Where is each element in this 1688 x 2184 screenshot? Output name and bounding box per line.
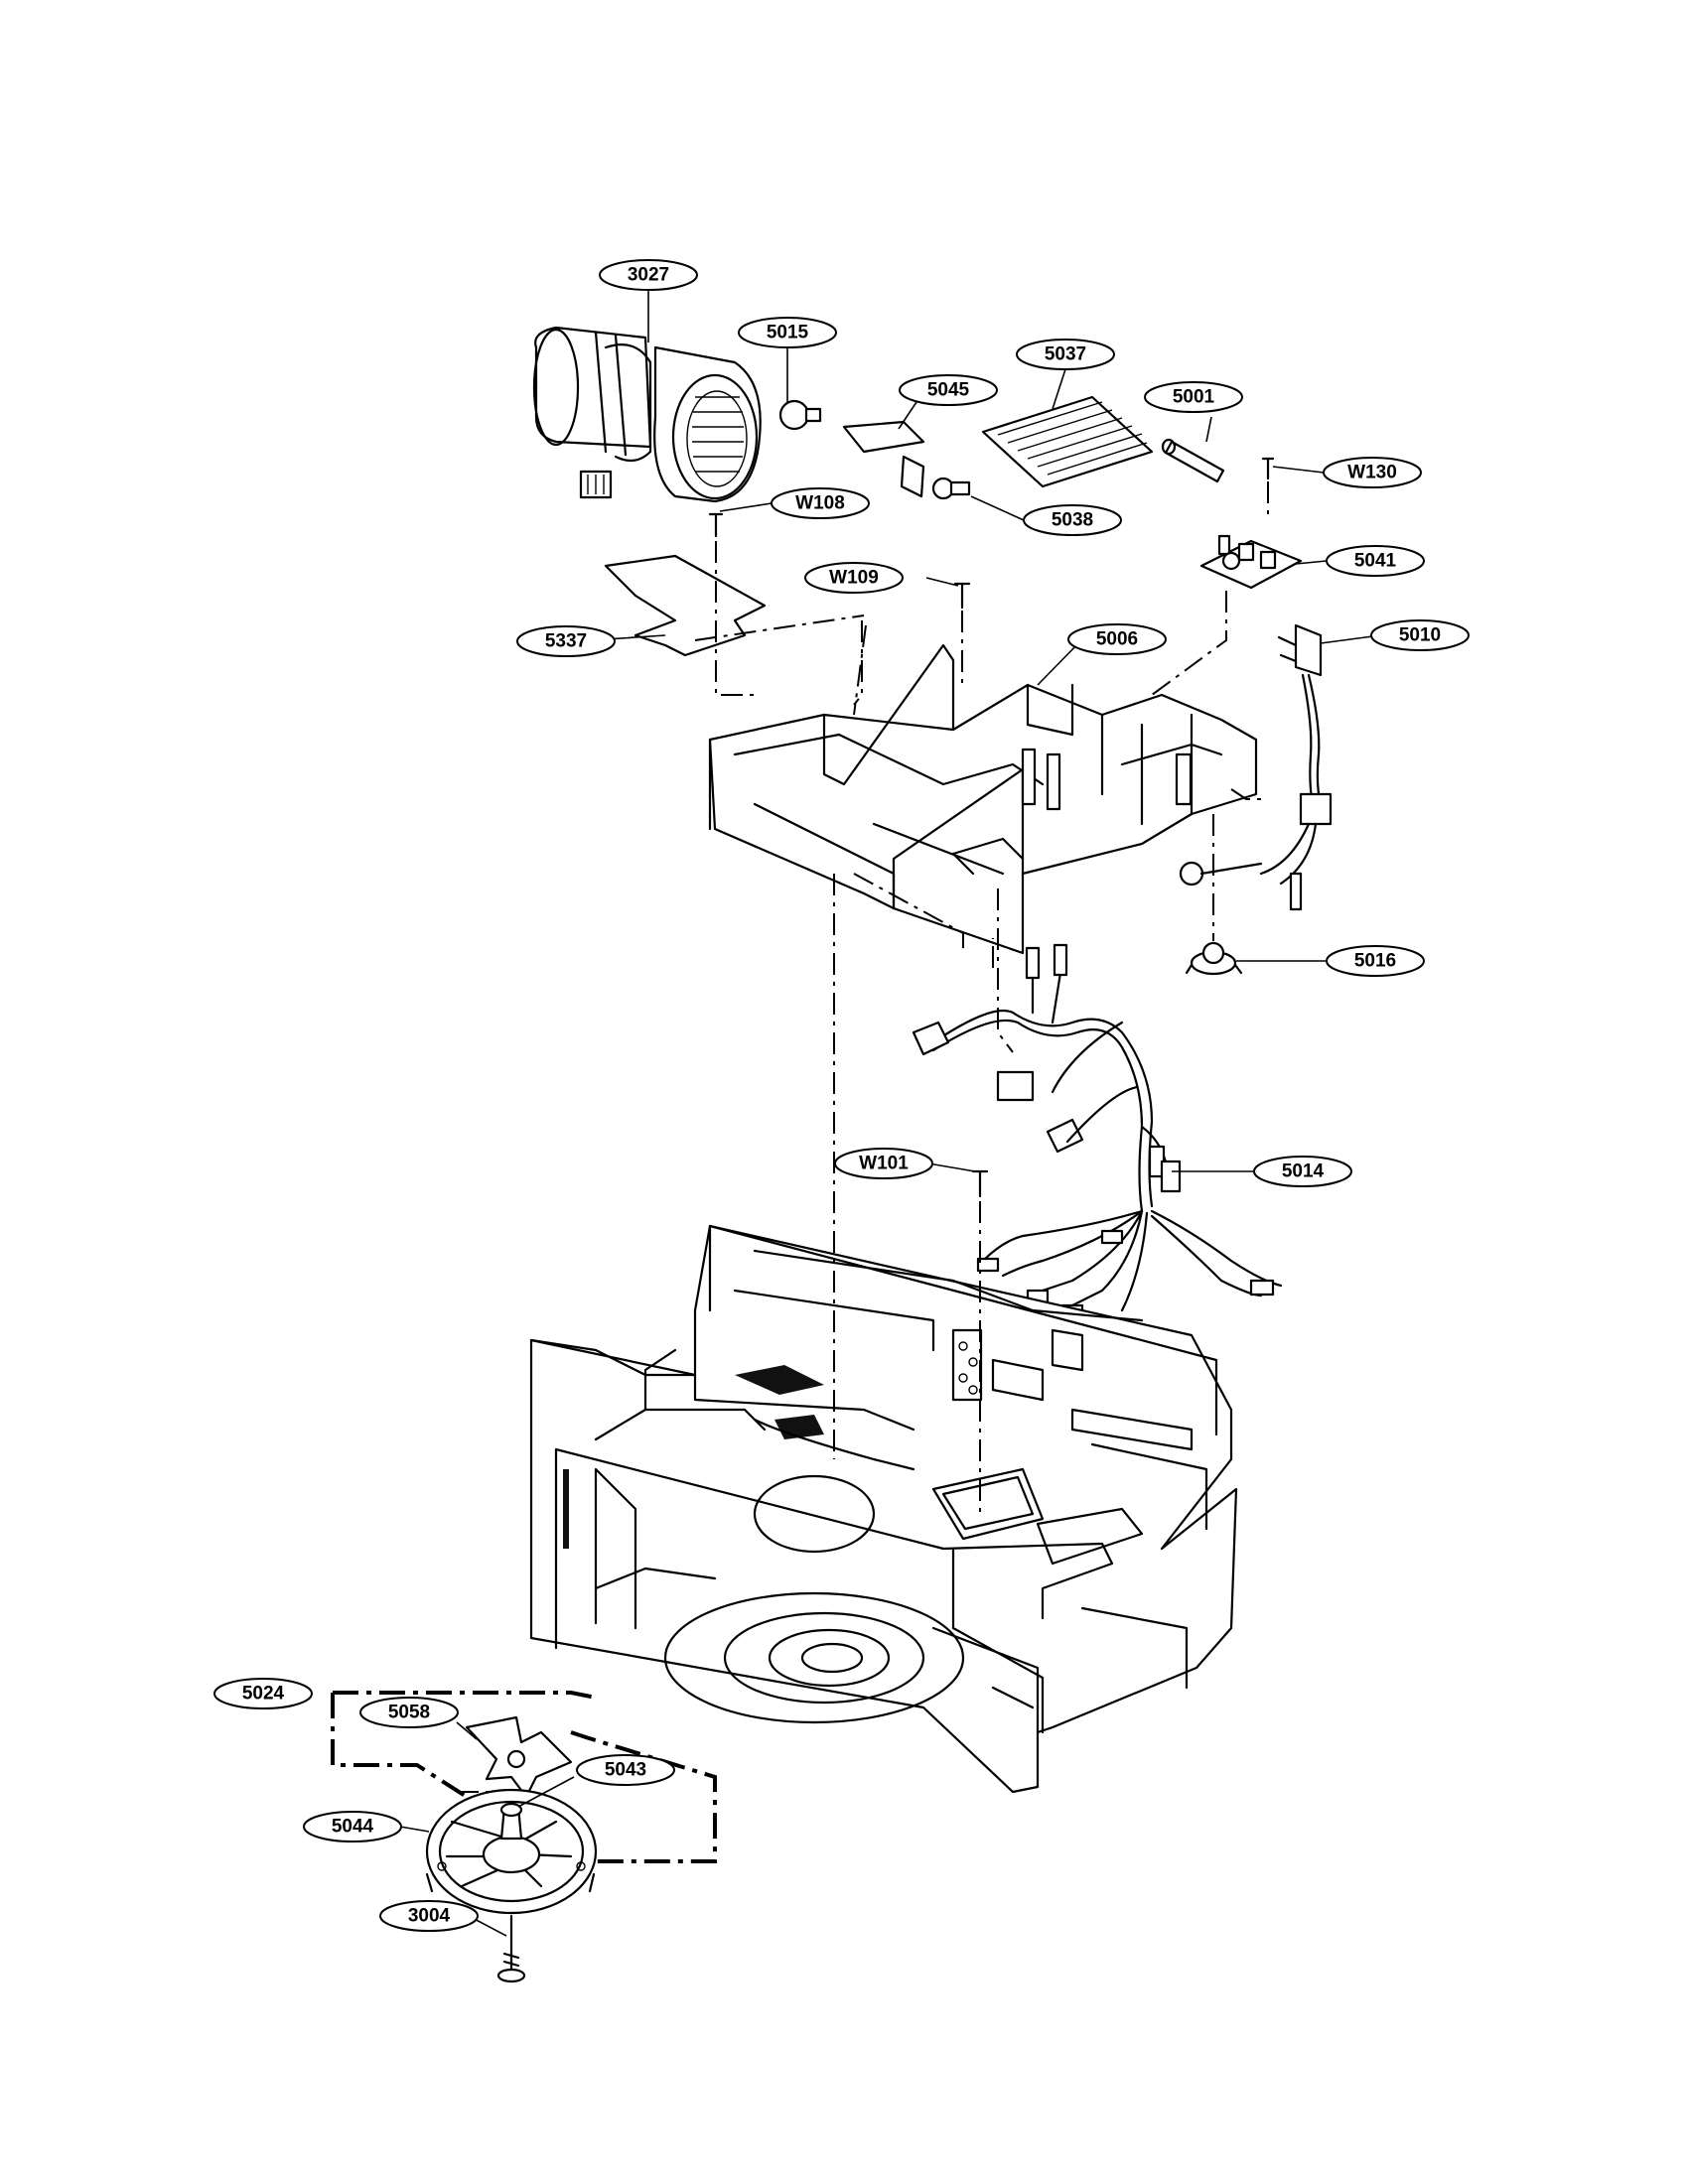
svg-text:5043: 5043: [605, 1760, 646, 1781]
stirrer-assembly: [425, 1788, 598, 1915]
callout-5041: 5041: [1326, 545, 1425, 577]
screw-w109: [953, 582, 971, 610]
callout-5038: 5038: [1023, 504, 1122, 536]
callout-5014: 5014: [1253, 1156, 1352, 1187]
insulation-sheet: [604, 554, 767, 657]
screw-w108: [708, 512, 724, 538]
callout-5006: 5006: [1067, 623, 1167, 655]
svg-text:W130: W130: [1347, 463, 1397, 483]
svg-text:5044: 5044: [332, 1817, 374, 1838]
noise-filter-board: [1199, 534, 1303, 590]
callout-w130: W130: [1323, 457, 1422, 488]
svg-text:5010: 5010: [1399, 625, 1441, 646]
power-cord: [1179, 623, 1333, 911]
screw-w130: [1261, 457, 1275, 480]
svg-text:W101: W101: [859, 1154, 909, 1174]
svg-text:5024: 5024: [242, 1684, 285, 1705]
callout-5044: 5044: [303, 1811, 402, 1843]
svg-text:5001: 5001: [1173, 387, 1215, 408]
callout-5058: 5058: [359, 1697, 459, 1728]
svg-text:W109: W109: [829, 568, 879, 589]
svg-text:5014: 5014: [1282, 1161, 1325, 1182]
svg-text:3027: 3027: [628, 265, 669, 286]
callout-5337: 5337: [516, 625, 616, 657]
callout-w108: W108: [771, 487, 870, 519]
callout-5043: 5043: [576, 1754, 675, 1786]
svg-text:5006: 5006: [1096, 629, 1138, 650]
lamp-socket: [931, 477, 971, 500]
lamp-bulb: [778, 399, 822, 431]
stirrer-screw: [496, 1914, 526, 1983]
svg-text:5016: 5016: [1354, 951, 1396, 972]
svg-text:5337: 5337: [545, 631, 587, 652]
svg-text:5015: 5015: [767, 323, 809, 343]
stirrer-blade: [465, 1715, 573, 1799]
callout-5015: 5015: [738, 317, 837, 348]
svg-text:5041: 5041: [1354, 551, 1397, 572]
callout-5016: 5016: [1326, 945, 1425, 977]
svg-text:W108: W108: [795, 493, 845, 514]
svg-text:3004: 3004: [408, 1906, 451, 1927]
fuse: [1161, 438, 1225, 483]
callout-3004: 3004: [379, 1900, 479, 1932]
callout-w109: W109: [804, 562, 904, 594]
svg-text:5045: 5045: [927, 380, 970, 401]
blower-motor-assembly: [532, 326, 762, 503]
charcoal-filter: [981, 395, 1154, 488]
component-base-plate: [708, 643, 1258, 955]
callout-5010: 5010: [1370, 619, 1470, 651]
callout-w101: W101: [834, 1148, 933, 1179]
callout-3027: 3027: [599, 259, 698, 291]
callout-5001: 5001: [1144, 381, 1243, 413]
svg-text:5038: 5038: [1052, 510, 1093, 531]
svg-text:5058: 5058: [388, 1703, 430, 1723]
screw-w101: [971, 1169, 989, 1198]
alignment-lines: [694, 481, 1269, 1519]
thermostat: [1185, 941, 1243, 976]
lamp-socket-bracket: [842, 420, 925, 498]
oven-cavity-chassis: [529, 1224, 1238, 1794]
svg-text:5037: 5037: [1045, 344, 1086, 365]
callout-5024: 5024: [213, 1678, 313, 1709]
callout-5045: 5045: [899, 374, 998, 406]
callout-5037: 5037: [1016, 339, 1115, 370]
